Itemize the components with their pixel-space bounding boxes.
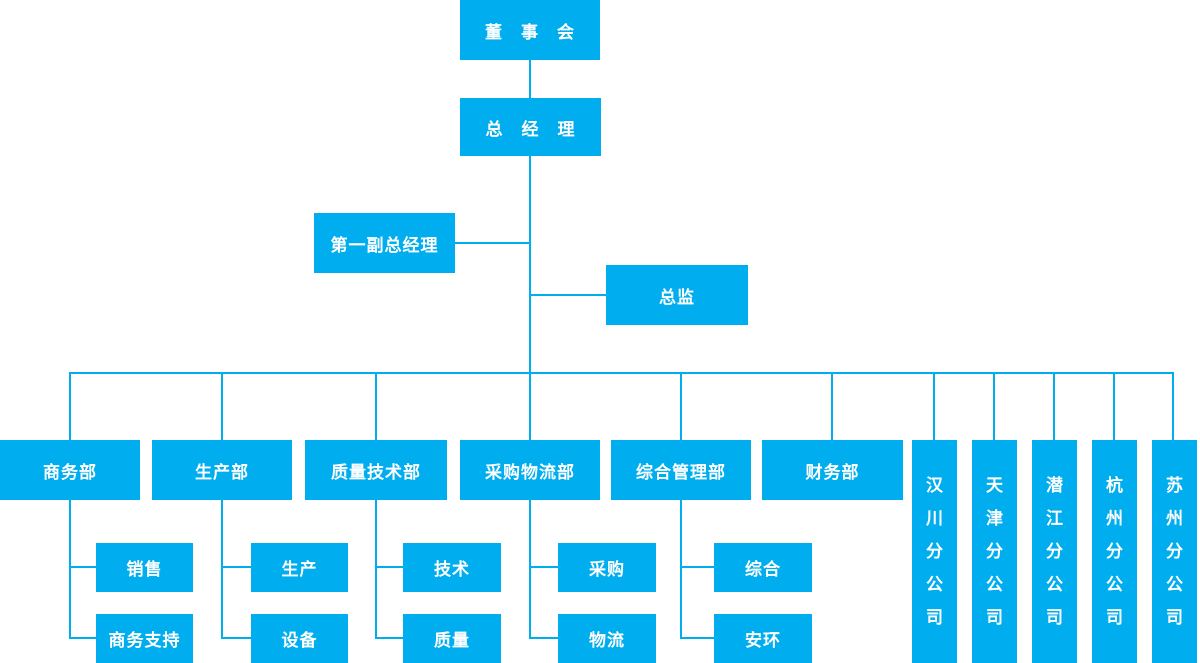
connector-dept4-children-spine bbox=[529, 500, 531, 639]
connector-board-to-gm bbox=[529, 60, 531, 98]
connector-child-stub bbox=[375, 566, 404, 568]
node-first-deputy-general-manager: 第一副总经理 bbox=[314, 213, 455, 273]
connector-drop-dept5 bbox=[680, 372, 682, 440]
connector-distribution-line bbox=[69, 372, 1174, 374]
connector-drop-dept2 bbox=[221, 372, 223, 440]
node-dept-finance: 财务部 bbox=[762, 440, 903, 500]
connector-gm-spine bbox=[529, 156, 531, 373]
node-branch-suzhou: 苏州分公司 bbox=[1152, 440, 1197, 663]
node-sub-general-affairs: 综合 bbox=[714, 543, 812, 592]
connector-child-stub bbox=[69, 637, 97, 639]
node-sub-procurement: 采购 bbox=[558, 543, 656, 592]
node-sub-sales: 销售 bbox=[96, 543, 193, 592]
connector-drop-branch1 bbox=[933, 372, 935, 440]
connector-drop-branch2 bbox=[993, 372, 995, 440]
connector-child-stub bbox=[69, 566, 97, 568]
connector-dept5-children-spine bbox=[680, 500, 682, 639]
node-dept-production: 生产部 bbox=[152, 440, 292, 500]
node-board-of-directors: 董 事 会 bbox=[460, 0, 600, 60]
node-branch-hangzhou: 杭州分公司 bbox=[1092, 440, 1137, 663]
connector-dept1-children-spine bbox=[69, 500, 71, 639]
connector-drop-dept1 bbox=[69, 372, 71, 440]
node-branch-hanchuan: 汉川分公司 bbox=[912, 440, 957, 663]
node-chief-director: 总监 bbox=[606, 265, 748, 325]
connector-director-stub bbox=[531, 294, 606, 296]
connector-dept3-children-spine bbox=[375, 500, 377, 639]
connector-dept2-children-spine bbox=[221, 500, 223, 639]
node-dept-procurement-logistics: 采购物流部 bbox=[460, 440, 600, 500]
node-general-manager: 总 经 理 bbox=[460, 98, 601, 156]
node-dept-general-management: 综合管理部 bbox=[611, 440, 751, 500]
connector-drop-branch4 bbox=[1113, 372, 1115, 440]
connector-child-stub bbox=[529, 637, 559, 639]
connector-drop-dept3 bbox=[375, 372, 377, 440]
node-sub-logistics: 物流 bbox=[558, 614, 656, 663]
node-branch-qianjiang: 潜江分公司 bbox=[1032, 440, 1077, 663]
node-dept-business: 商务部 bbox=[0, 440, 140, 500]
node-sub-technology: 技术 bbox=[403, 543, 501, 592]
connector-child-stub bbox=[221, 637, 252, 639]
connector-deputy-gm-stub bbox=[455, 242, 531, 244]
connector-child-stub bbox=[221, 566, 252, 568]
connector-child-stub bbox=[529, 566, 559, 568]
node-dept-quality-tech: 质量技术部 bbox=[305, 440, 447, 500]
node-sub-quality: 质量 bbox=[403, 614, 501, 663]
connector-drop-dept4 bbox=[529, 372, 531, 440]
connector-child-stub bbox=[680, 566, 715, 568]
connector-child-stub bbox=[680, 637, 715, 639]
node-branch-tianjin: 天津分公司 bbox=[972, 440, 1017, 663]
node-sub-safety-environment: 安环 bbox=[714, 614, 812, 663]
node-sub-production: 生产 bbox=[251, 543, 348, 592]
node-sub-equipment: 设备 bbox=[251, 614, 348, 663]
connector-child-stub bbox=[375, 637, 404, 639]
connector-drop-branch3 bbox=[1053, 372, 1055, 440]
connector-drop-branch5 bbox=[1172, 372, 1174, 440]
node-sub-business-support: 商务支持 bbox=[96, 614, 193, 663]
connector-drop-dept6 bbox=[831, 372, 833, 440]
